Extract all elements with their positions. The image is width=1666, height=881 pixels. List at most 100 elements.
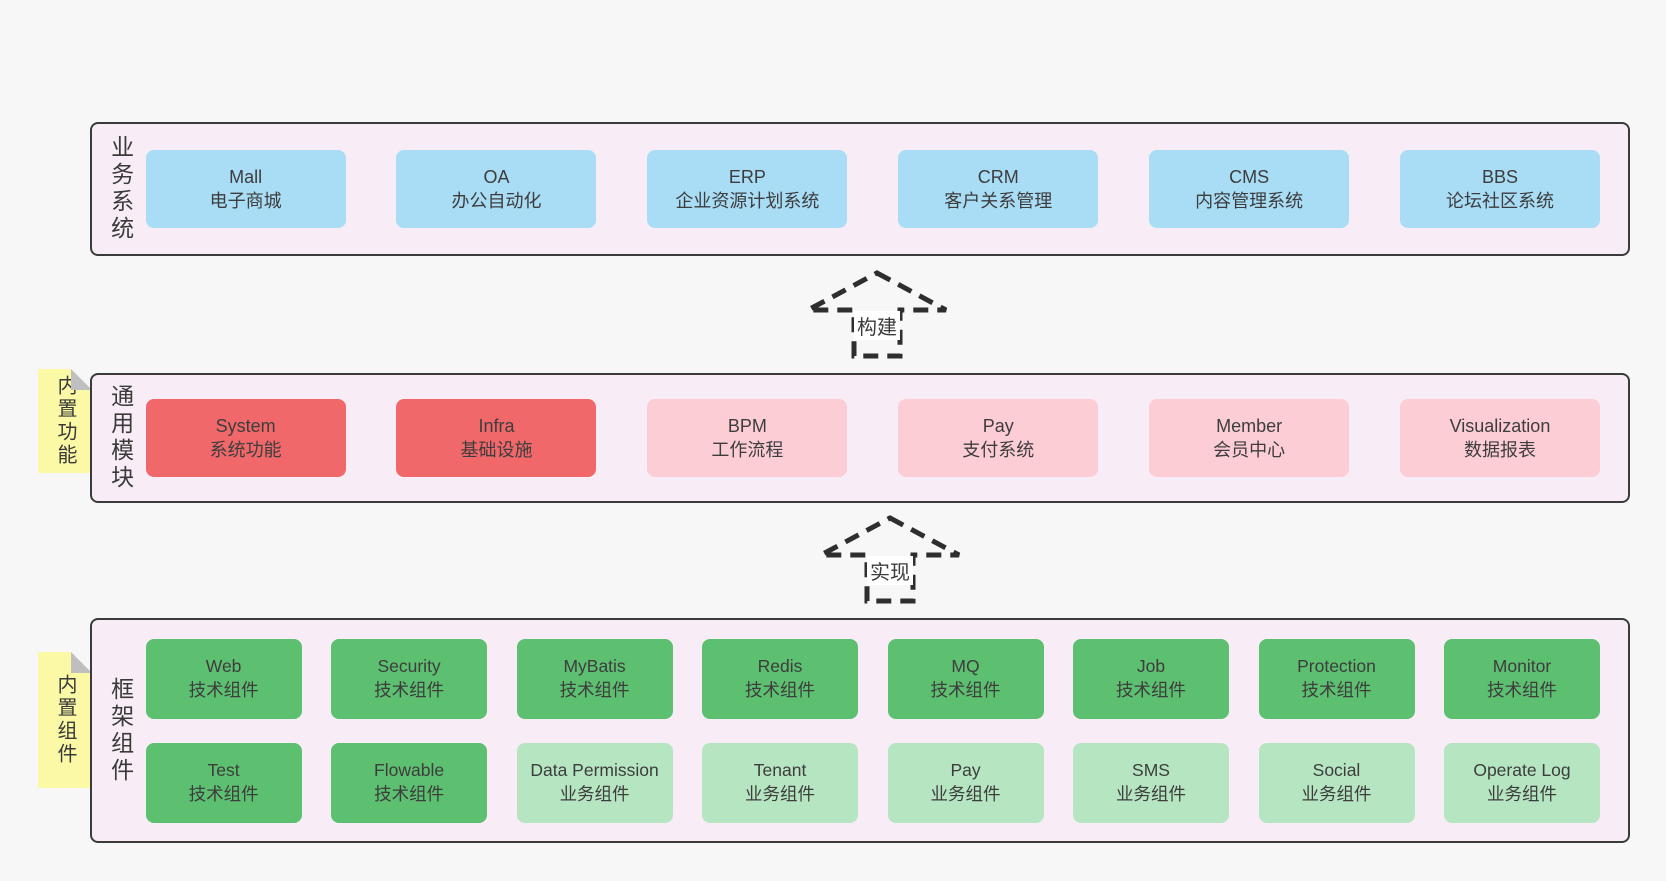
arrow-build: 构建 (805, 269, 949, 361)
box-sms-subtitle: 业务组件 (1116, 783, 1187, 804)
box-flowable-subtitle: 技术组件 (374, 783, 445, 804)
box-sms: SMS 业务组件 (1073, 742, 1230, 823)
box-mall-subtitle: 电子商城 (209, 191, 282, 211)
box-mall-title: Mall (229, 166, 263, 187)
box-security-subtitle: 技术组件 (374, 679, 445, 700)
box-visualization: Visualization 数据报表 (1399, 399, 1600, 477)
box-test-title: Test (207, 759, 240, 780)
framework-components-row-2: Test 技术组件 Flowable 技术组件 Data Permission … (145, 742, 1600, 823)
up-arrow-icon (819, 515, 961, 604)
box-social: Social 业务组件 (1258, 742, 1415, 823)
box-test: Test 技术组件 (145, 742, 302, 823)
section-common-modules: 通用模块 System 系统功能 Infra 基础设施 BPM 工作流程 Pay… (90, 373, 1630, 503)
box-infra-subtitle: 基础设施 (460, 440, 533, 460)
box-mybatis: MyBatis 技术组件 (516, 638, 673, 719)
box-redis-subtitle: 技术组件 (745, 679, 816, 700)
box-monitor-title: Monitor (1492, 655, 1552, 676)
box-web: Web 技术组件 (145, 638, 302, 719)
box-security-title: Security (377, 655, 441, 676)
box-cms: CMS 内容管理系统 (1149, 150, 1350, 228)
box-bbs-subtitle: 论坛社区系统 (1445, 191, 1554, 211)
sticky-note-builtin-components-text: 内置组件 (54, 674, 76, 766)
up-arrow-icon (806, 270, 948, 359)
box-operate-log: Operate Log 业务组件 (1443, 742, 1600, 823)
box-system-subtitle: 系统功能 (209, 440, 282, 460)
box-mq-subtitle: 技术组件 (930, 679, 1001, 700)
framework-components-row-1: Web 技术组件 Security 技术组件 MyBatis 技术组件 Redi… (145, 638, 1600, 719)
box-flowable: Flowable 技术组件 (331, 742, 488, 823)
arrow-build-label: 构建 (854, 311, 900, 340)
box-crm: CRM 客户关系管理 (898, 150, 1099, 228)
box-oa: OA 办公自动化 (396, 150, 597, 228)
box-pay-component: Pay 业务组件 (887, 742, 1044, 823)
box-member: Member 会员中心 (1149, 399, 1350, 477)
box-operate-log-title: Operate Log (1473, 759, 1571, 780)
box-pay-module-title: Pay (982, 415, 1014, 436)
business-systems-row: Mall 电子商城 OA 办公自动化 ERP 企业资源计划系统 CRM 客户关系… (145, 150, 1600, 228)
box-web-title: Web (205, 655, 242, 676)
box-erp-subtitle: 企业资源计划系统 (675, 191, 820, 211)
box-member-subtitle: 会员中心 (1213, 440, 1286, 460)
box-erp: ERP 企业资源计划系统 (647, 150, 848, 228)
box-mybatis-subtitle: 技术组件 (559, 679, 630, 700)
box-pay-module-subtitle: 支付系统 (962, 440, 1035, 460)
box-oa-subtitle: 办公自动化 (451, 191, 542, 211)
sticky-note-builtin-features: 内置功能 (38, 369, 92, 473)
box-mq: MQ 技术组件 (887, 638, 1044, 719)
box-data-permission-title: Data Permission (530, 759, 659, 780)
box-protection-subtitle: 技术组件 (1301, 679, 1372, 700)
box-pay-component-title: Pay (950, 759, 981, 780)
box-mq-title: MQ (951, 655, 980, 676)
box-crm-subtitle: 客户关系管理 (944, 191, 1053, 211)
section-common-modules-label: 通用模块 (107, 384, 134, 492)
box-member-title: Member (1216, 415, 1283, 436)
box-test-subtitle: 技术组件 (188, 783, 259, 804)
box-redis: Redis 技术组件 (702, 638, 859, 719)
box-bpm: BPM 工作流程 (647, 399, 848, 477)
box-bpm-title: BPM (727, 415, 767, 436)
box-cms-title: CMS (1229, 166, 1270, 187)
box-data-permission: Data Permission 业务组件 (516, 742, 673, 823)
common-modules-row: System 系统功能 Infra 基础设施 BPM 工作流程 Pay 支付系统… (145, 399, 1600, 477)
box-job-title: Job (1136, 655, 1166, 676)
box-social-title: Social (1312, 759, 1361, 780)
box-mybatis-title: MyBatis (563, 655, 626, 676)
box-erp-title: ERP (728, 166, 766, 187)
box-web-subtitle: 技术组件 (188, 679, 259, 700)
box-flowable-title: Flowable (374, 759, 445, 780)
section-framework-components: 框架组件 Web 技术组件 Security 技术组件 MyBatis 技术组件… (90, 618, 1630, 843)
box-tenant-title: Tenant (753, 759, 807, 780)
sticky-note-builtin-features-text: 内置功能 (54, 375, 76, 467)
arrow-implement-label: 实现 (867, 556, 913, 585)
box-oa-title: OA (483, 166, 510, 187)
box-job: Job 技术组件 (1073, 638, 1230, 719)
box-security: Security 技术组件 (331, 638, 488, 719)
box-bpm-subtitle: 工作流程 (711, 440, 784, 460)
box-monitor: Monitor 技术组件 (1443, 638, 1600, 719)
section-framework-components-label: 框架组件 (107, 676, 134, 785)
box-tenant-subtitle: 业务组件 (745, 783, 816, 804)
box-system: System 系统功能 (145, 399, 346, 477)
box-mall: Mall 电子商城 (145, 150, 346, 228)
section-business-systems-label: 业务系统 (107, 135, 134, 243)
arrow-implement: 实现 (818, 514, 962, 608)
box-data-permission-subtitle: 业务组件 (559, 783, 630, 804)
box-crm-title: CRM (977, 166, 1019, 187)
box-infra-title: Infra (478, 415, 515, 436)
box-sms-title: SMS (1132, 759, 1170, 780)
box-tenant: Tenant 业务组件 (702, 742, 859, 823)
box-protection: Protection 技术组件 (1258, 638, 1415, 719)
box-pay-component-subtitle: 业务组件 (930, 783, 1001, 804)
box-protection-title: Protection (1297, 655, 1376, 676)
box-cms-subtitle: 内容管理系统 (1195, 191, 1304, 211)
box-bbs-title: BBS (1481, 166, 1518, 187)
box-monitor-subtitle: 技术组件 (1486, 679, 1557, 700)
box-social-subtitle: 业务组件 (1301, 783, 1372, 804)
box-bbs: BBS 论坛社区系统 (1399, 150, 1600, 228)
box-visualization-title: Visualization (1449, 415, 1551, 436)
box-job-subtitle: 技术组件 (1116, 679, 1187, 700)
box-visualization-subtitle: 数据报表 (1463, 440, 1536, 460)
box-operate-log-subtitle: 业务组件 (1486, 783, 1557, 804)
sticky-note-builtin-components: 内置组件 (38, 652, 92, 788)
